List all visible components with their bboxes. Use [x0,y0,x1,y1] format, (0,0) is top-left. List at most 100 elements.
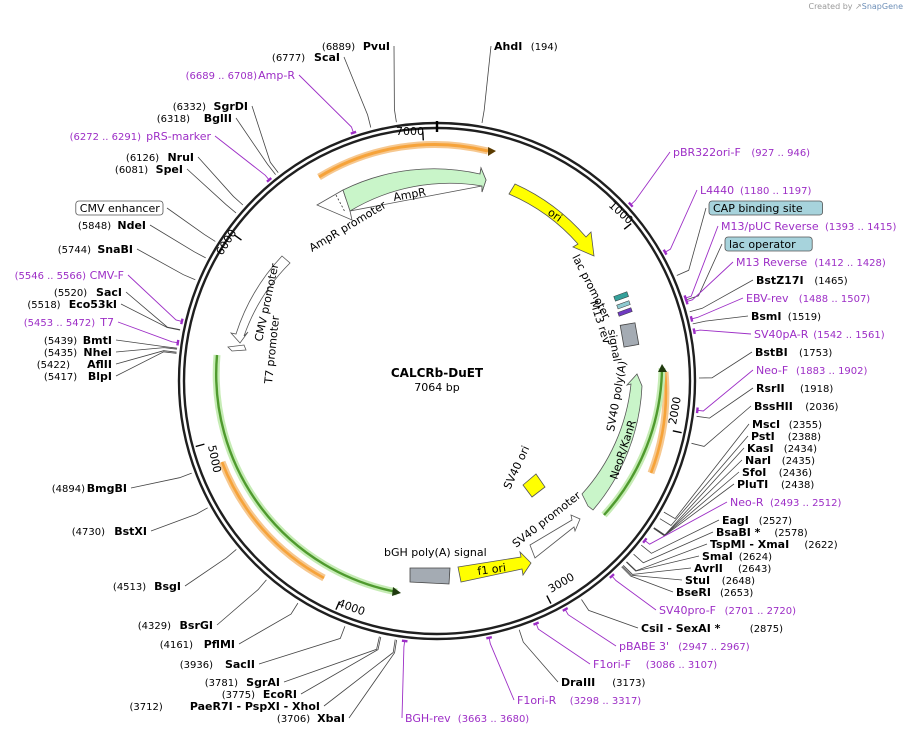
l4440-primer-label[interactable]: L4440(1180 .. 1197) [700,184,812,197]
pvui-site-label[interactable]: PvuI(6889) [322,40,390,53]
sfoi-site-label[interactable]: SfoI(2436) [742,466,812,479]
bgh-rev-primer-mark [401,639,408,643]
bmti-site-label[interactable]: BmtI(5439) [44,334,112,347]
m13-puc-reverse-primer-label[interactable]: M13/pUC Reverse(1393 .. 1415) [721,220,897,233]
cmv-promoter-feature[interactable] [229,255,291,344]
sv40pa-r-primer-label[interactable]: SV40pA-R(1542 .. 1561) [754,328,885,341]
bsshii-site-label[interactable]: BssHII(2036) [754,400,839,413]
csii-sexai-site-label[interactable]: CsiI - SexAI *(2875) [641,622,783,635]
ahdi-site-label[interactable]: AhdI(194) [494,40,558,53]
avrii-site-label[interactable]: AvrII(2643) [694,562,771,575]
bstz17i-site-label[interactable]: BstZ17I(1465) [756,274,848,287]
nari-site-label[interactable]: NarI(2435) [745,454,815,467]
sv40-promoter-feature[interactable] [529,514,581,559]
ebv-rev-primer-label[interactable]: EBV-rev(1488 .. 1507) [746,292,870,305]
sv40-polya-feature[interactable] [619,322,640,348]
bsabi-text: BsaBI * [716,526,761,539]
snabi-site-label[interactable]: SnaBI(5744) [58,243,133,256]
bmgbi-site-label[interactable]: BmgBI(4894) [52,482,127,495]
csii-sexai-text: CsiI - SexAI * [641,622,721,635]
scai-site-label[interactable]: ScaI(6777) [272,51,340,64]
tspmi-xmai-site-label[interactable]: TspMI - XmaI(2622) [710,538,838,551]
bsgi-position: (4513) [113,582,146,593]
smai-site-label[interactable]: SmaI(2624) [702,550,772,563]
pflmi-site-label[interactable]: PflMI(4161) [160,638,235,651]
bstbi-site-label[interactable]: BstBI(1753) [755,346,832,359]
pflmi-leader [238,602,299,645]
spei-leader [186,168,237,214]
blpi-site-label[interactable]: BlpI(5417) [44,370,112,383]
sv40pa-r-leader [694,329,752,335]
cmv-f-primer-mark [180,318,184,325]
f1ori-f-primer-label[interactable]: F1ori-F(3086 .. 3107) [593,658,717,671]
lac-operator-text: lac operator [729,238,796,251]
rsrii-position: (1918) [800,384,833,395]
cap-binding-site-feature[interactable] [613,291,629,302]
prs-marker-primer-label[interactable]: pRS-marker(6272 .. 6291) [70,130,212,143]
neo-f-primer-label[interactable]: Neo-F(1883 .. 1902) [756,364,868,377]
f1ori-r-primer-label[interactable]: F1ori-R(3298 .. 3317) [517,694,641,707]
pbabe-3-primer-label[interactable]: pBABE 3'(2947 .. 2967) [619,640,750,653]
ndei-site-label[interactable]: NdeI(5848) [78,219,146,232]
neo-r-position: (2493 .. 2512) [770,498,842,509]
xbai-site-label[interactable]: XbaI(3706) [277,712,345,725]
bsabi-site-label[interactable]: BsaBI *(2578) [716,526,808,539]
bglii-site-label[interactable]: BglII(6318) [157,112,232,125]
m13-reverse-primer-label[interactable]: M13 Reverse(1412 .. 1428) [736,256,886,269]
lac-operator-feature[interactable] [616,300,631,310]
nrui-site-label[interactable]: NruI(6126) [126,151,194,164]
neo-r-primer-label[interactable]: Neo-R(2493 .. 2512) [730,496,842,509]
t7-promoter-feature[interactable] [227,344,247,352]
avrii-leader [622,565,692,575]
draiii-site-label[interactable]: DraIII(3173) [561,676,646,689]
stui-site-label[interactable]: StuI(2648) [685,574,755,587]
nrui-position: (6126) [126,153,159,164]
bsmi-site-label[interactable]: BsmI(1519) [751,310,821,323]
cmv-enhancer-feature-label[interactable]: CMV enhancer [75,200,164,216]
ahdi-text: AhdI [494,40,522,53]
ampr-feature[interactable] [342,166,487,212]
bstxi-site-label[interactable]: BstXI(4730) [72,525,147,538]
lac-operator-feature-label[interactable]: lac operator [724,236,813,252]
sv40pro-f-primer-label[interactable]: SV40pro-F(2701 .. 2720) [659,604,796,617]
psti-site-label[interactable]: PstI(2388) [751,430,821,443]
ecori-site-label[interactable]: EcoRI(3775) [222,688,297,701]
cmv-f-primer-label[interactable]: CMV-F(5546 .. 5566) [15,269,124,282]
f1-ori-feature[interactable] [457,550,532,583]
rsrii-site-label[interactable]: RsrII(1918) [756,382,833,395]
bseri-site-label[interactable]: BseRI(2653) [676,586,753,599]
eco53ki-site-label[interactable]: Eco53kI(5518) [27,298,117,311]
bsrgi-site-label[interactable]: BsrGI(4329) [138,619,213,632]
msci-site-label[interactable]: MscI(2355) [752,418,822,431]
pbabe-3-position: (2947 .. 2967) [678,642,750,653]
m13-puc-reverse-text: M13/pUC Reverse [721,220,819,233]
nhei-site-label[interactable]: NheI(5435) [44,346,112,359]
f1ori-r-leader [488,637,515,701]
pbr322ori-f-primer-label[interactable]: pBR322ori-F(927 .. 946) [673,146,810,159]
ori-feature[interactable] [508,183,595,257]
sgrdi-site-label[interactable]: SgrDI(6332) [173,100,248,113]
paer7i-pspxi-xhoi-site-label[interactable]: PaeR7I - PspXI - XhoI(3712) [130,700,320,713]
cmv-f-text: CMV-F [90,269,124,282]
bgh-label: bGH poly(A) signal [384,546,487,559]
saci-site-label[interactable]: SacI(5520) [54,286,122,299]
neor-feature[interactable] [581,373,643,511]
bgh-rev-primer-label[interactable]: BGH-rev(3663 .. 3680) [405,712,529,725]
pluti-site-label[interactable]: PluTI(2438) [737,478,814,491]
t7-primer-label[interactable]: T7(5453 .. 5472) [24,316,114,329]
sfoi-text: SfoI [742,466,766,479]
amp-r-primer-label[interactable]: Amp-R(6689 .. 6708) [186,69,296,82]
sgrai-site-label[interactable]: SgrAI(3781) [205,676,280,689]
sacii-site-label[interactable]: SacII(3936) [180,658,255,671]
cap-binding-site-feature-label[interactable]: CAP binding site [708,200,823,216]
cmv-f-position: (5546 .. 5566) [15,271,87,282]
lac-operator-box [724,236,813,252]
m13-rev-feature[interactable] [617,307,633,317]
bgh-polya-feature[interactable] [409,567,451,585]
bsgi-site-label[interactable]: BsgI(4513) [113,580,181,593]
kasi-site-label[interactable]: KasI(2434) [747,442,817,455]
spei-site-label[interactable]: SpeI(6081) [115,163,183,176]
aflii-site-label[interactable]: AflII(5422) [37,358,112,371]
sv40-ori-feature[interactable] [522,473,546,498]
eagi-site-label[interactable]: EagI(2527) [722,514,792,527]
